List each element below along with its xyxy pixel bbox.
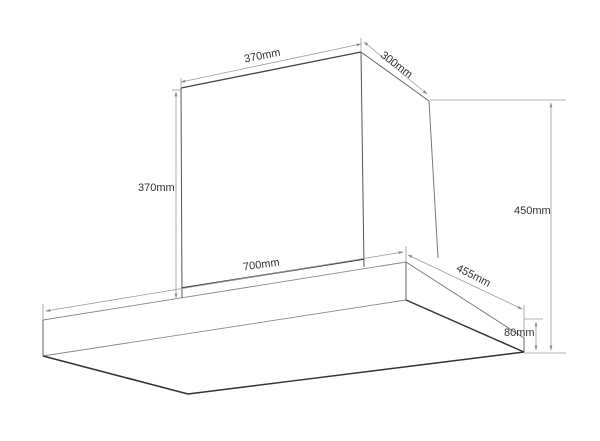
chimney-back-edge — [428, 100, 439, 259]
dim-chimney-depth — [363, 41, 428, 95]
canopy-side-bottom-edge — [405, 299, 525, 353]
canopy-front-bottom-edge — [42, 299, 407, 357]
label-total-height: 450mm — [514, 205, 551, 217]
label-canopy-height: 80mm — [504, 327, 535, 339]
chimney-left-edge — [180, 87, 183, 299]
label-chimney-height: 370mm — [138, 182, 175, 194]
canopy — [42, 261, 525, 395]
chimney — [180, 51, 439, 299]
dimension-lines — [42, 38, 566, 354]
canopy-underside-left-edge — [42, 355, 189, 395]
canopy-underside-right-edge — [187, 351, 525, 395]
chimney-front-right-edge — [360, 51, 365, 268]
dim-chimney-width — [180, 43, 362, 83]
dim-canopy-depth — [407, 254, 523, 310]
canopy-top-front-edge — [42, 261, 407, 321]
dim-canopy-width — [45, 251, 404, 312]
